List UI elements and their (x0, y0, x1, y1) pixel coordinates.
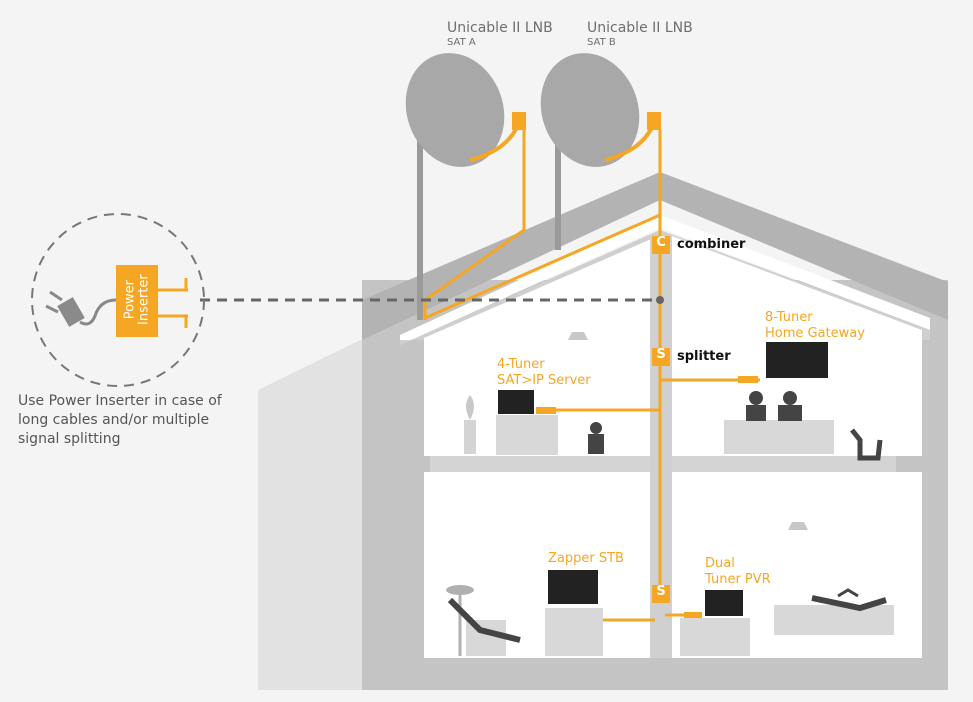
tv-zapper (548, 570, 598, 604)
splitter-label: splitter (677, 349, 731, 364)
power-cord (79, 298, 117, 326)
power-inserter-line1: Power (122, 279, 138, 320)
power-inserter-line2: Inserter (136, 274, 151, 325)
tv-stand-lower-left (545, 608, 603, 656)
ceiling-lamp-lower (788, 522, 808, 530)
combiner-box (652, 236, 670, 254)
lnb-b-sub: SAT B (587, 37, 616, 48)
dog-icon (850, 428, 883, 461)
device-pvr (684, 612, 702, 618)
lnb-a-title: Unicable II LNB (447, 20, 553, 36)
combiner-label: combiner (677, 237, 746, 252)
person-2-body (778, 405, 802, 421)
splitter-badge: S (656, 347, 666, 362)
satellite-dish-b (540, 53, 661, 250)
satellite-dish-a (405, 53, 526, 320)
lnb-a-sub: SAT A (447, 37, 476, 48)
lnb-b-title: Unicable II LNB (587, 20, 693, 36)
splitter-box (652, 348, 670, 366)
person-1-head (749, 391, 763, 405)
lamp-shade (446, 585, 474, 595)
power-inserter-circle (31, 213, 205, 387)
person-kid-body (588, 434, 604, 454)
room-lower-left (424, 472, 658, 658)
cables (423, 130, 760, 622)
plant-pot (464, 420, 476, 454)
gateway-label-line2: Home Gateway (765, 326, 865, 341)
device-gateway (738, 376, 758, 383)
splitter-lower-box (652, 585, 670, 603)
person-reclining (447, 597, 521, 643)
tv-pvr (705, 590, 743, 616)
link-node (656, 296, 664, 304)
cat-icon (837, 588, 859, 598)
note-line2: long cables and/or multiple (18, 412, 210, 428)
plant-icon (466, 395, 474, 420)
roof-beam (400, 215, 930, 345)
ceiling-lamp-upper (568, 332, 588, 340)
sofa-lower (774, 605, 894, 635)
zapper-label: Zapper STB (548, 551, 624, 566)
plug-icon (45, 290, 85, 327)
combiner-badge: C (656, 235, 666, 250)
pvr-label-line1: Dual (705, 556, 735, 571)
roof (362, 172, 948, 340)
device-server (536, 407, 556, 414)
pvr-label-line2: Tuner PVR (705, 572, 771, 587)
power-inserter-ports (158, 278, 188, 328)
power-inserter-box (116, 265, 158, 337)
note-line1: Use Power Inserter in case of (18, 393, 222, 409)
note-line3: signal splitting (18, 431, 121, 447)
tv-stand-upper (496, 415, 558, 455)
sofa-upper (724, 420, 834, 454)
server-label-line2: SAT>IP Server (497, 373, 591, 388)
person-kid-head (590, 422, 602, 434)
person-1-body (746, 405, 766, 421)
person-2-head (783, 391, 797, 405)
tv-server (498, 390, 534, 414)
tv-stand-lower-right (680, 618, 750, 656)
splitter-lower-badge: S (656, 584, 666, 599)
tv-gateway (766, 342, 828, 378)
power-inserter-text: Power Inserter (122, 263, 151, 337)
person-lying (811, 595, 887, 612)
server-label-line1: 4-Tuner (497, 357, 545, 372)
gateway-label-line1: 8-Tuner (765, 310, 813, 325)
room-upper-left (424, 236, 658, 456)
